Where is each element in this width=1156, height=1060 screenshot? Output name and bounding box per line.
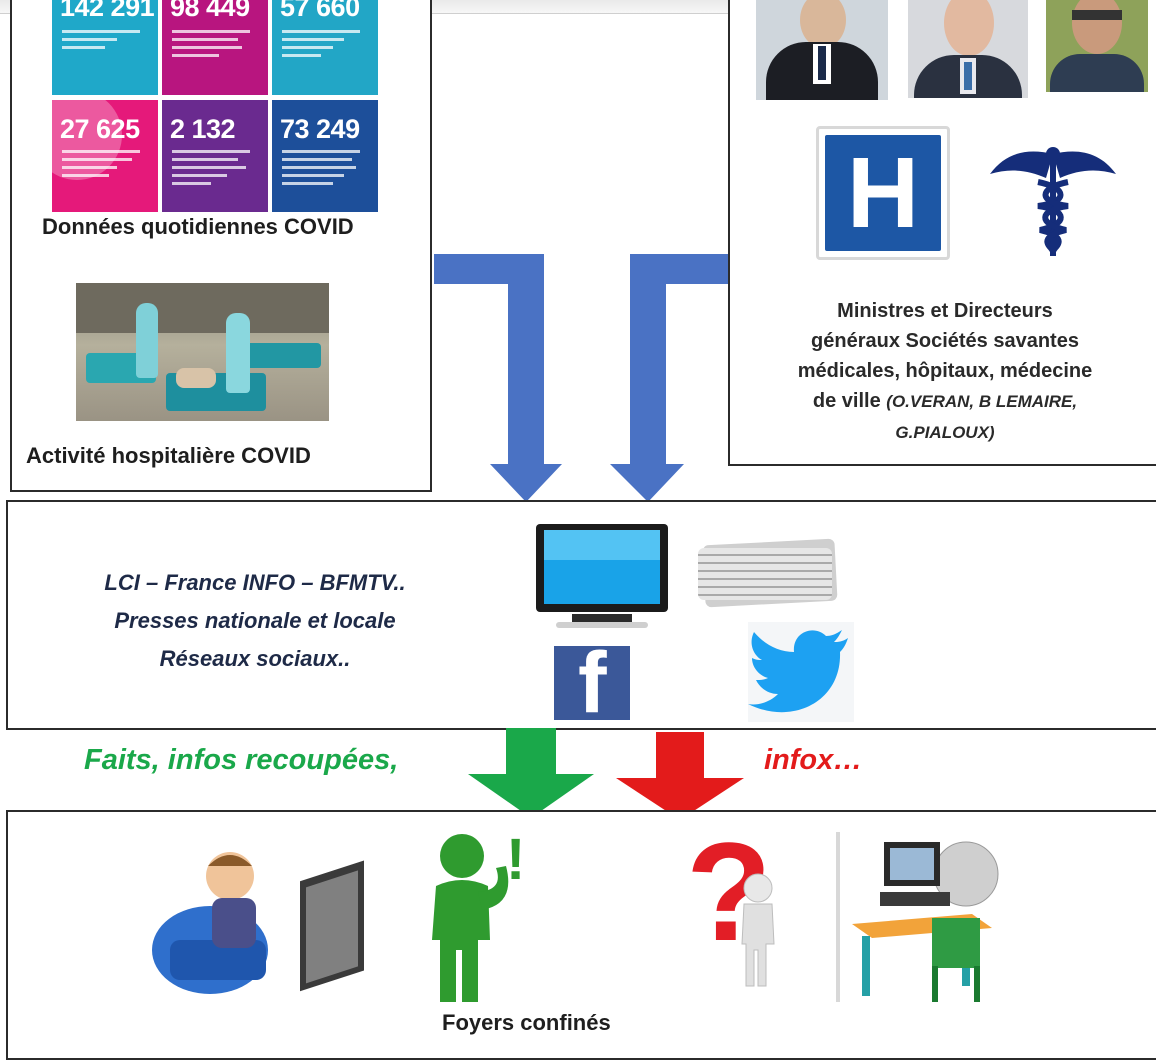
- green-arrow: [468, 728, 594, 818]
- stat-value: 57 660: [280, 0, 360, 22]
- hospital-letter: H: [825, 135, 941, 251]
- authorities-line-1: Ministres et Directeurs: [837, 300, 1053, 322]
- tv-icon: [536, 524, 668, 628]
- hospital-activity-caption: Activité hospitalière COVID: [26, 443, 311, 468]
- authorities-line-4: de ville (O.VERAN, B LEMAIRE,: [740, 386, 1150, 417]
- stat-tile-4: 27 625: [52, 100, 158, 212]
- authorities-line-2: généraux Sociétés savantes: [811, 330, 1079, 352]
- hospital-photo: [76, 283, 329, 421]
- stat-value: 27 625: [60, 114, 140, 144]
- left-blue-arrow: [434, 254, 562, 502]
- minister-photo-2: [908, 0, 1028, 98]
- stat-value: 2 132: [170, 114, 236, 144]
- stat-tile-1: 142 291: [52, 0, 158, 95]
- media-text: LCI – France INFO – BFMTV.. Presses nati…: [40, 564, 470, 678]
- media-line-2: Presses nationale et locale: [114, 608, 396, 633]
- couch-viewer-icon: [152, 852, 364, 994]
- stat-tile-6: 73 249: [272, 100, 378, 212]
- stat-tile-3: 57 660: [272, 0, 378, 95]
- red-arrow: [616, 732, 744, 820]
- stat-value: 142 291: [60, 0, 155, 22]
- daily-data-caption: Données quotidiennes COVID: [42, 214, 354, 239]
- question-person-icon: [741, 873, 775, 987]
- media-line-1: LCI – France INFO – BFMTV..: [104, 570, 406, 595]
- hospital-sign-icon: H: [816, 126, 950, 260]
- stat-value: 73 249: [280, 114, 360, 144]
- stat-tile-5: 2 132: [162, 100, 268, 212]
- caduceus-icon: [990, 147, 1116, 256]
- authorities-line-4-start: de ville: [812, 390, 881, 412]
- blue-arrows: [434, 254, 728, 502]
- minister-photo-1: [756, 0, 888, 100]
- authorities-names-1: (O.VERAN, B LEMAIRE,: [886, 392, 1078, 411]
- exclamation-mark: !: [506, 827, 526, 892]
- fake-news-label: infox…: [764, 744, 863, 776]
- stat-tile-2: 98 449: [162, 0, 268, 95]
- authorities-line-5: G.PIALOUX): [740, 417, 1150, 448]
- authorities-caption: Ministres et Directeurs généraux Société…: [740, 296, 1150, 448]
- facts-label: Faits, infos recoupées,: [84, 744, 399, 776]
- twitter-icon: [748, 622, 854, 722]
- households-caption: Foyers confinés: [442, 1010, 611, 1035]
- facebook-icon: f: [554, 640, 630, 726]
- newspaper-icon: [698, 532, 840, 608]
- minister-photo-3: [1046, 0, 1148, 92]
- computer-desk-icon: [836, 832, 999, 1002]
- thinking-person-icon: [432, 834, 509, 1002]
- stat-value: 98 449: [170, 0, 250, 22]
- authorities-names-2: G.PIALOUX): [895, 423, 995, 442]
- right-blue-arrow: [610, 254, 728, 502]
- facebook-letter: f: [578, 635, 607, 731]
- media-line-3: Réseaux sociaux..: [159, 646, 351, 671]
- flow-arrows: [468, 728, 744, 820]
- authorities-line-3: médicales, hôpitaux, médecine: [797, 360, 1093, 382]
